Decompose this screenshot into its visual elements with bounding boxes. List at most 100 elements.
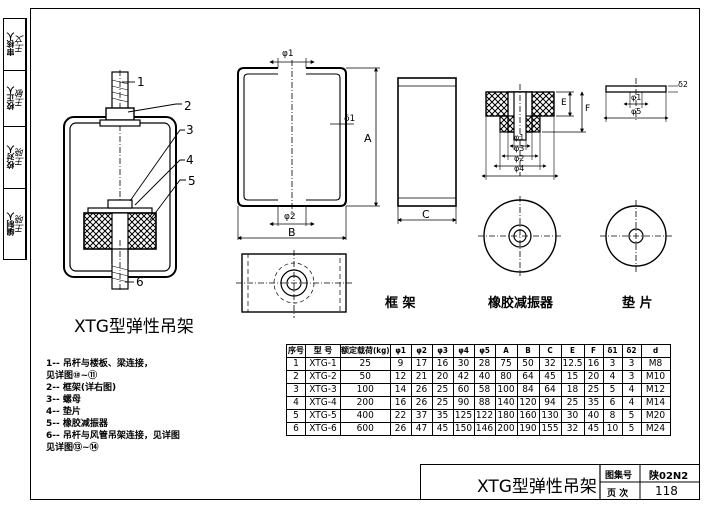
table-cell: 190 — [516, 422, 540, 436]
table-cell: 180 — [494, 409, 518, 423]
page-label: 页 次 — [607, 489, 629, 499]
table-cell: 6 — [602, 396, 623, 410]
table-cell: 17 — [410, 357, 433, 371]
table-cell: 25 — [431, 396, 454, 410]
dim-phi3-damper: φ3 — [514, 144, 525, 153]
page-number: 118 — [655, 484, 678, 498]
dim-phi2-damper: φ2 — [514, 154, 525, 163]
table-cell: 5 — [621, 422, 642, 436]
col-header: φ1 — [389, 344, 412, 358]
table-cell: 58 — [473, 383, 496, 397]
table-cell: 42 — [452, 370, 475, 384]
table-cell: 100 — [494, 383, 518, 397]
col-header: δ1 — [602, 344, 623, 358]
col-header: 额定载荷(kg) — [340, 344, 391, 358]
table-cell: 26 — [410, 396, 433, 410]
table-cell: 100 — [340, 383, 391, 397]
table-cell: 30 — [452, 357, 475, 371]
legend-line: 6-- 吊杆与风管吊架连接，见详图 — [46, 431, 180, 441]
table-cell: 9 — [389, 357, 412, 371]
dim-phi5-washer: φ5 — [631, 107, 642, 116]
caption-frame: 框 架 — [385, 296, 416, 311]
table-cell: 125 — [452, 409, 475, 423]
col-header: φ4 — [452, 344, 475, 358]
callout-1: 1 — [137, 75, 145, 89]
strip-cell-checker: 校对人 王晓 — [4, 127, 26, 189]
col-header: φ2 — [410, 344, 433, 358]
table-cell: 5 — [286, 409, 306, 423]
table-cell: 25 — [340, 357, 391, 371]
main-drawing-title: XTG型弹性吊架 — [74, 317, 194, 337]
table-cell: 140 — [494, 396, 518, 410]
table-cell: M24 — [640, 422, 671, 436]
col-header: 序号 — [286, 344, 306, 358]
dim-B-label: B — [288, 226, 296, 239]
col-header: φ5 — [473, 344, 496, 358]
table-cell: 4 — [621, 383, 642, 397]
table-cell: 3 — [602, 357, 623, 371]
table-cell: 30 — [560, 409, 585, 423]
drawing-sheet-frame — [30, 8, 700, 500]
legend-line: 见详图⑩~⑪ — [46, 371, 98, 381]
callout-2: 2 — [184, 99, 192, 113]
callout-3: 3 — [186, 123, 194, 137]
table-cell: 75 — [494, 357, 518, 371]
table-cell: XTG-6 — [305, 422, 341, 436]
table-cell: 20 — [431, 370, 454, 384]
dim-C-label: C — [422, 208, 430, 221]
table-cell: 84 — [516, 383, 540, 397]
binding-strip: 审核人 王文 校正人 王敏 校对人 王晓 编制人 王晓 — [3, 18, 27, 260]
table-cell: 40 — [473, 370, 496, 384]
table-cell: 21 — [410, 370, 433, 384]
table-cell: 47 — [410, 422, 433, 436]
strip-cell-reviewer: 审核人 王文 — [4, 19, 26, 71]
table-cell: M10 — [640, 370, 671, 384]
legend-line: 见详图⑬~⑭ — [46, 443, 99, 453]
dim-delta1-frame: δ1 — [344, 114, 356, 124]
table-cell: 64 — [516, 370, 540, 384]
table-cell: 130 — [538, 409, 562, 423]
callout-6: 6 — [136, 275, 144, 289]
caption-washer: 垫 片 — [622, 296, 653, 311]
legend-line: 3-- 螺母 — [46, 395, 81, 405]
frame-side-view — [397, 77, 457, 224]
col-header: A — [494, 344, 518, 358]
callout-4: 4 — [186, 153, 194, 167]
table-cell: 40 — [583, 409, 604, 423]
table-cell: 1 — [286, 357, 306, 371]
rubber-damper-plan — [478, 196, 562, 276]
table-cell: 25 — [431, 383, 454, 397]
table-cell: 160 — [516, 409, 540, 423]
table-cell: 25 — [583, 383, 604, 397]
table-cell: 120 — [516, 396, 540, 410]
table-cell: 94 — [538, 396, 562, 410]
table-cell: 45 — [583, 422, 604, 436]
table-cell: 4 — [621, 396, 642, 410]
table-cell: 400 — [340, 409, 391, 423]
table-cell: 4 — [286, 396, 306, 410]
table-cell: 45 — [538, 370, 562, 384]
table-cell: 122 — [473, 409, 496, 423]
table-cell: 50 — [340, 370, 391, 384]
col-header: d — [640, 344, 671, 358]
table-cell: 32 — [538, 357, 562, 371]
table-cell: 35 — [431, 409, 454, 423]
strip-cell-corrector: 校正人 王敏 — [4, 71, 26, 127]
table-cell: 64 — [538, 383, 562, 397]
table-cell: 37 — [410, 409, 433, 423]
caption-rubber-damper: 橡胶减振器 — [488, 296, 554, 311]
spec-table: 序号 型 号 额定载荷(kg) φ1 φ2 φ3 φ4 φ5 A B C E F… — [286, 344, 671, 436]
table-cell: 16 — [389, 396, 412, 410]
table-cell: 5 — [602, 383, 623, 397]
table-cell: 146 — [473, 422, 496, 436]
table-cell: 25 — [560, 396, 585, 410]
table-cell: 3 — [286, 383, 306, 397]
table-cell: 12.5 — [560, 357, 585, 371]
table-cell: 32 — [560, 422, 585, 436]
col-header: 型 号 — [305, 344, 341, 358]
